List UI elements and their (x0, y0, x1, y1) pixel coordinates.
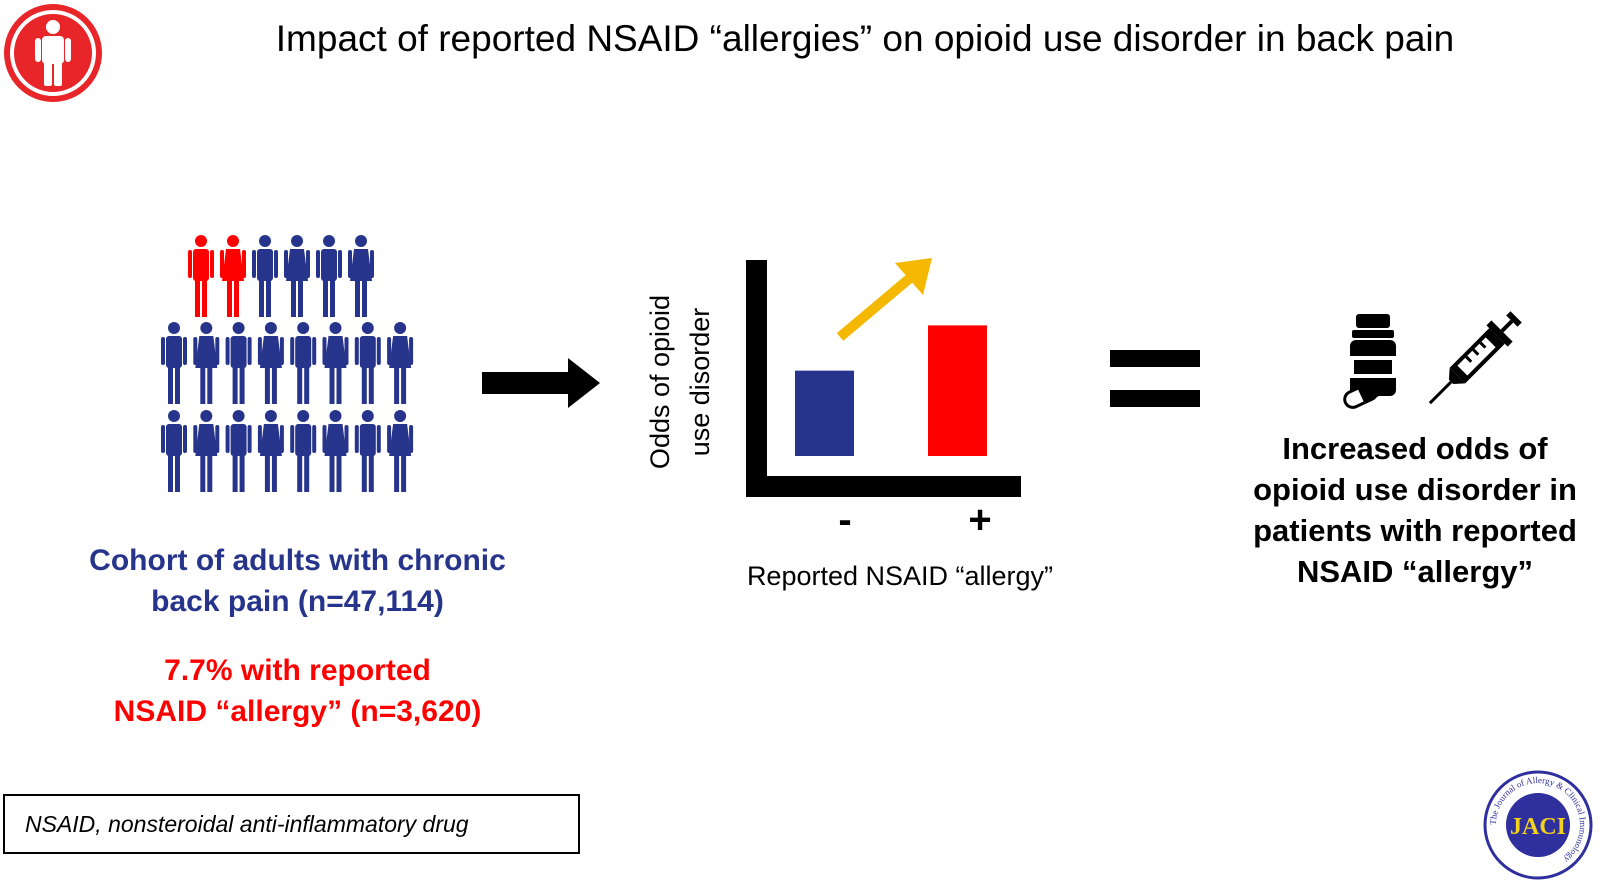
conclusion-line-3: patients with reported (1253, 513, 1577, 548)
bar-allergy (928, 325, 987, 456)
person-icon (4, 4, 102, 102)
person-figure (252, 235, 278, 317)
page-title: Impact of reported NSAID “allergies” on … (275, 18, 1455, 59)
pill-bottle-svg (1343, 314, 1396, 409)
y-axis-label-line-1: Odds of opioid (645, 294, 675, 470)
people-icon (161, 235, 414, 492)
arrow-right-icon (482, 358, 600, 408)
person-figure (290, 322, 317, 404)
pill-bottle-icon (1340, 312, 1418, 410)
person-figure (220, 235, 246, 317)
person-figure (322, 410, 349, 492)
person-figure (193, 410, 220, 492)
nsaid-line-2: NSAID “allergy” (n=3,620) (113, 695, 482, 728)
y-axis-label-line-2: use disorder (685, 307, 715, 457)
person-figure (257, 322, 284, 404)
y-axis-line (746, 260, 767, 497)
cohort-description: Cohort of adults with chronic back pain … (20, 540, 575, 622)
cohort-line-2: back pain (n=47,114) (151, 585, 444, 618)
flow-arrow-icon (482, 354, 610, 414)
jaci-logo-svg: The Journal of Allergy & Clinical Immuno… (1483, 770, 1593, 880)
person-badge-icon (2, 2, 104, 104)
conclusion-line-4: NSAID “allergy” (1296, 554, 1533, 589)
person-figure (387, 410, 414, 492)
person-figure (225, 322, 252, 404)
person-figure (354, 322, 381, 404)
x-tick-label-plus: + (968, 498, 992, 542)
conclusion-text: Increased odds of opioid use disorder in… (1230, 428, 1600, 592)
person-figure (188, 235, 214, 317)
x-tick-label-minus: - (838, 498, 852, 542)
nsaid-line-1: 7.7% with reported (164, 654, 431, 687)
person-figure (322, 322, 349, 404)
person-figure (284, 235, 310, 317)
person-figure (290, 410, 317, 492)
odds-chart (740, 255, 1045, 510)
person-figure (348, 235, 374, 317)
person-figure (387, 322, 414, 404)
person-figure (257, 410, 284, 492)
x-axis-label: Reported NSAID “allergy” (746, 561, 1054, 591)
bar-no-allergy (795, 370, 854, 456)
equals-icon (1110, 350, 1205, 410)
person-figure (193, 322, 220, 404)
person-figure (225, 410, 252, 492)
person-figure (161, 410, 187, 492)
conclusion-line-2: opioid use disorder in (1253, 472, 1577, 507)
trend-arrow-icon (836, 258, 932, 341)
person-figure (354, 410, 381, 492)
syringe-svg (1428, 311, 1522, 405)
svg-text:JACI: JACI (1510, 814, 1566, 840)
person-figure (316, 235, 342, 317)
cohort-line-1: Cohort of adults with chronic (89, 544, 506, 577)
nsaid-allergy-description: 7.7% with reported NSAID “allergy” (n=3,… (20, 650, 575, 732)
cohort-people-icon (155, 230, 430, 505)
x-axis-line (746, 476, 1021, 497)
equals-sign-icon (1110, 350, 1200, 407)
person-figure (161, 322, 187, 404)
jaci-logo: The Journal of Allergy & Clinical Immuno… (1478, 770, 1598, 880)
chart-svg (746, 258, 1021, 497)
syringe-icon (1418, 305, 1528, 415)
conclusion-line-1: Increased odds of (1282, 431, 1548, 466)
footnote: NSAID, nonsteroidal anti-inflammatory dr… (3, 794, 580, 854)
